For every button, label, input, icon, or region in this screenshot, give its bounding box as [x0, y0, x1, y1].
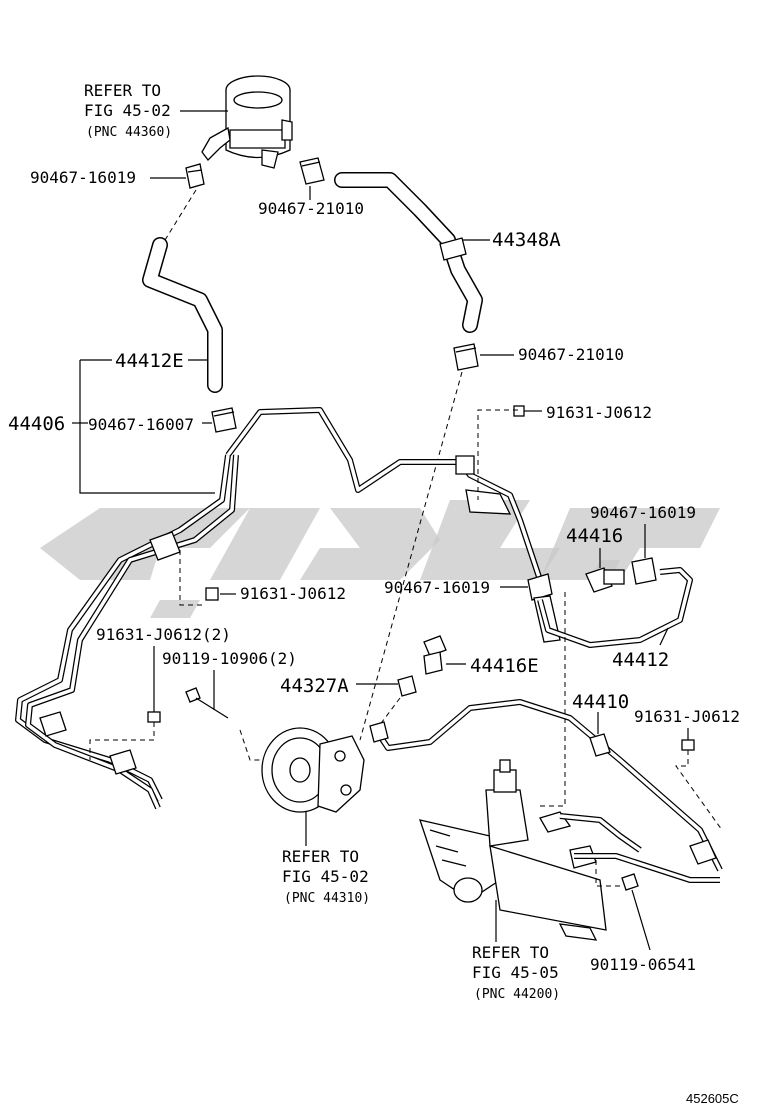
label-bolt-j0612-2: 91631-J0612(2) — [96, 625, 231, 644]
label-44406: 44406 — [8, 413, 65, 435]
pressure-pipe-44410 — [369, 699, 723, 872]
hose-44348a — [334, 172, 483, 333]
power-steering-pump — [261, 727, 365, 813]
reservoir-ref-line3: (PNC 44360) — [86, 125, 172, 140]
clamp-90467-21010-upper — [299, 157, 325, 185]
label-bolt-06541: 90119-06541 — [590, 955, 696, 974]
reservoir — [201, 75, 293, 169]
pump-ref-line3: (PNC 44310) — [284, 891, 370, 906]
steering-gear — [419, 759, 607, 941]
clamp-90467-16019-right — [631, 557, 657, 585]
union-44416e — [423, 635, 447, 675]
bolt-90119-06541 — [621, 873, 639, 891]
clamp-90467-16019-top — [185, 163, 205, 189]
label-44410: 44410 — [572, 691, 629, 713]
clamp-90467-16007 — [211, 407, 237, 433]
label-clamp-16019-right: 90467-16019 — [590, 503, 696, 522]
label-44412e: 44412E — [115, 350, 184, 372]
bolt-91631-j0612-top — [513, 405, 534, 417]
return-pipe-assembly — [15, 407, 543, 810]
label-44416e: 44416E — [470, 655, 539, 677]
bolt-90119-10906 — [185, 687, 229, 719]
label-bolt-j0612-low: 91631-J0612 — [634, 707, 740, 726]
diagram-id: 452605C — [686, 1091, 739, 1106]
gear-feed-lines — [559, 813, 720, 883]
label-clamp-21010-upper: 90467-21010 — [258, 199, 364, 218]
bolt-91631-j0612-mid — [205, 587, 219, 601]
hose-44412e — [142, 237, 223, 393]
label-bolt-j0612-mid: 91631-J0612 — [240, 584, 346, 603]
union-44416 — [585, 567, 625, 593]
clamp-90467-21010-lower — [453, 343, 479, 371]
gear-ref-line2: FIG 45-05 — [472, 963, 559, 982]
reservoir-ref-line2: FIG 45-02 — [84, 101, 171, 120]
label-44412: 44412 — [612, 649, 669, 671]
reservoir-ref-line1: REFER TO — [84, 81, 161, 100]
label-44327a: 44327A — [280, 675, 349, 697]
label-bolt-j0612-top: 91631-J0612 — [546, 403, 652, 422]
label-clamp-16019-top: 90467-16019 — [30, 168, 136, 187]
label-clamp-21010-lower: 90467-21010 — [518, 345, 624, 364]
bolt-91631-j0612-2 — [147, 700, 161, 723]
label-44348a: 44348A — [492, 229, 561, 251]
hose-44412 — [537, 567, 693, 648]
bolt-91631-j0612-low — [681, 739, 695, 751]
pump-ref-line2: FIG 45-02 — [282, 867, 369, 886]
label-clamp-16007: 90467-16007 — [88, 415, 194, 434]
pump-ref-line1: REFER TO — [282, 847, 359, 866]
label-clamp-16019-mid: 90467-16019 — [384, 578, 490, 597]
label-bolt-10906: 90119-10906(2) — [162, 649, 297, 668]
gear-ref-line1: REFER TO — [472, 943, 549, 962]
gasket-44327a — [397, 675, 417, 697]
gear-ref-line3: (PNC 44200) — [474, 987, 560, 1002]
label-44416: 44416 — [566, 525, 623, 547]
watermark-logo — [40, 500, 720, 618]
